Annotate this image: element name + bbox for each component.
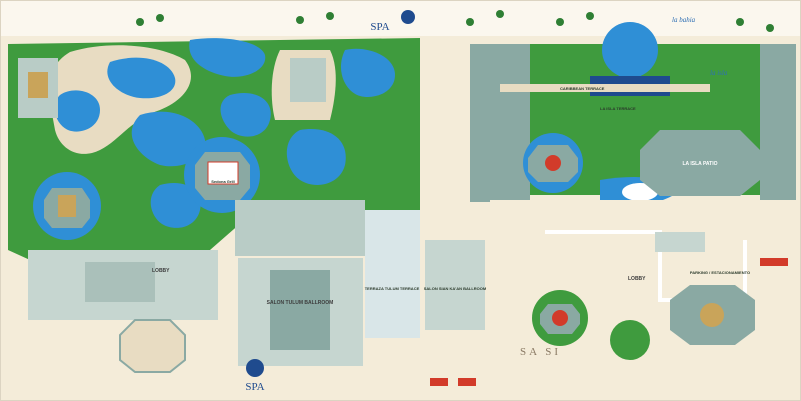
building-center-top — [290, 58, 326, 102]
sedona-label: Sedona Grill — [211, 179, 235, 184]
logo-right-a — [545, 155, 561, 171]
lagoon-1 — [107, 57, 176, 99]
sian-kaan-complex — [425, 240, 485, 330]
caribbean-label: CARIBBEAN TERRACE — [560, 86, 605, 91]
spa-top-icon — [401, 10, 415, 24]
lagoon-8 — [150, 182, 201, 228]
sedona-logo-box — [207, 161, 239, 185]
lagoon-2 — [54, 90, 100, 132]
sasi-label: SA SI — [520, 346, 561, 358]
building-small-right — [655, 232, 705, 252]
parking-label: PARKING / ESTACIONAMIENTO — [690, 270, 750, 275]
tulum-ballroom — [270, 270, 330, 350]
brand-label: la bahia — [672, 16, 696, 24]
beach-strip — [0, 0, 801, 36]
lobby-right-label: LOBBY — [628, 276, 646, 282]
spa-bottom-icon — [246, 359, 264, 377]
walkway-right — [545, 230, 747, 302]
isla-patio-label: LA ISLA PATIO — [683, 161, 718, 167]
sasi-logo — [552, 310, 568, 326]
spa-top-label: SPA — [370, 21, 389, 33]
restaurant-logo-left — [58, 195, 76, 217]
isla-terrace-label: LA ISLA TERRACE — [600, 106, 636, 111]
entrance-logo — [700, 303, 724, 327]
lobby-left-label: LOBBY — [152, 268, 170, 274]
la-isla-logo: la isla — [710, 69, 728, 77]
tulum-label: SALON TULUM BALLROOM — [267, 300, 334, 306]
sian-kaan-label: SALON SIAN KA'AN BALLROOM — [424, 286, 487, 291]
red-tag-2 — [458, 378, 476, 386]
lobby-left-core — [85, 262, 155, 302]
red-tag-1 — [430, 378, 448, 386]
terraza-label: TERRAZA TULUM TERRACE — [365, 286, 420, 291]
lagoon-5 — [131, 111, 206, 167]
la-isla-patio — [640, 130, 760, 196]
logo-right-b — [622, 183, 658, 201]
complex-mid-top — [235, 200, 365, 256]
logo-top-left — [28, 72, 48, 98]
palm-trees — [136, 10, 774, 32]
caribbean-terrace — [500, 84, 710, 92]
lagoon-3 — [189, 38, 266, 77]
lagoon-6 — [220, 92, 271, 137]
spa-bottom-label: SPA — [245, 381, 264, 393]
tower-right — [760, 44, 796, 202]
round-pool-top — [602, 22, 658, 78]
lagoon-4 — [340, 48, 395, 98]
gazebo-left — [119, 319, 186, 373]
terraza-tulum — [365, 210, 420, 338]
roundabout — [610, 320, 650, 360]
tower-left — [470, 44, 530, 202]
red-tag-3 — [760, 258, 788, 266]
lagoon-7 — [286, 129, 346, 185]
